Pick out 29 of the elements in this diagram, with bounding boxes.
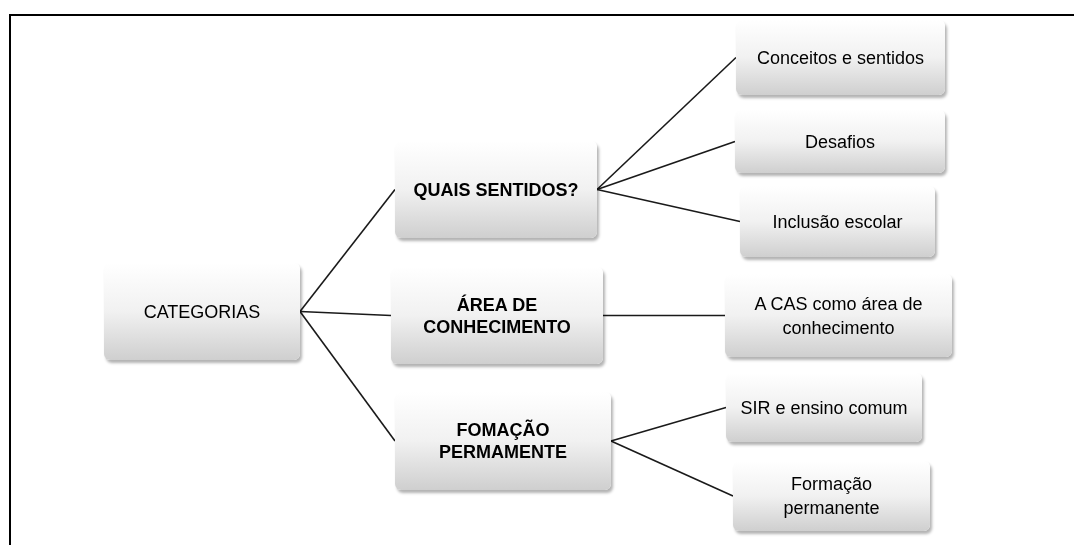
category-box	[395, 392, 611, 490]
category-box	[725, 274, 952, 357]
box-label: Desafios	[805, 130, 875, 154]
connector-line	[596, 140, 736, 191]
connector-line	[299, 310, 396, 442]
connector-line	[602, 314, 726, 317]
box-label: ÁREA DE CONHECIMENTO	[422, 293, 572, 338]
category-box	[735, 110, 945, 173]
connector-line	[610, 440, 734, 497]
box-label: FOMAÇÃO PERMAMENTE	[438, 419, 568, 463]
connector-line	[299, 188, 396, 313]
connector-line	[596, 56, 737, 191]
box-label: QUAIS SENTIDOS?	[413, 178, 579, 201]
box-label: CATEGORIAS	[143, 300, 261, 324]
connector-line	[596, 188, 741, 223]
category-box	[104, 263, 300, 360]
category-box	[733, 461, 930, 531]
box-label: SIR e ensino comum	[740, 396, 908, 420]
box-label: Conceitos e sentidos	[756, 46, 925, 70]
box-label: A CAS como área de conhecimento	[753, 292, 924, 340]
connector-line	[299, 310, 392, 317]
category-box	[736, 20, 945, 95]
category-box	[726, 373, 922, 442]
box-label: Inclusão escolar	[772, 210, 903, 234]
category-box	[391, 267, 603, 364]
connector-line	[610, 406, 727, 442]
box-label: Formação permanente	[782, 473, 881, 520]
category-box	[740, 186, 935, 257]
category-box	[395, 141, 597, 238]
